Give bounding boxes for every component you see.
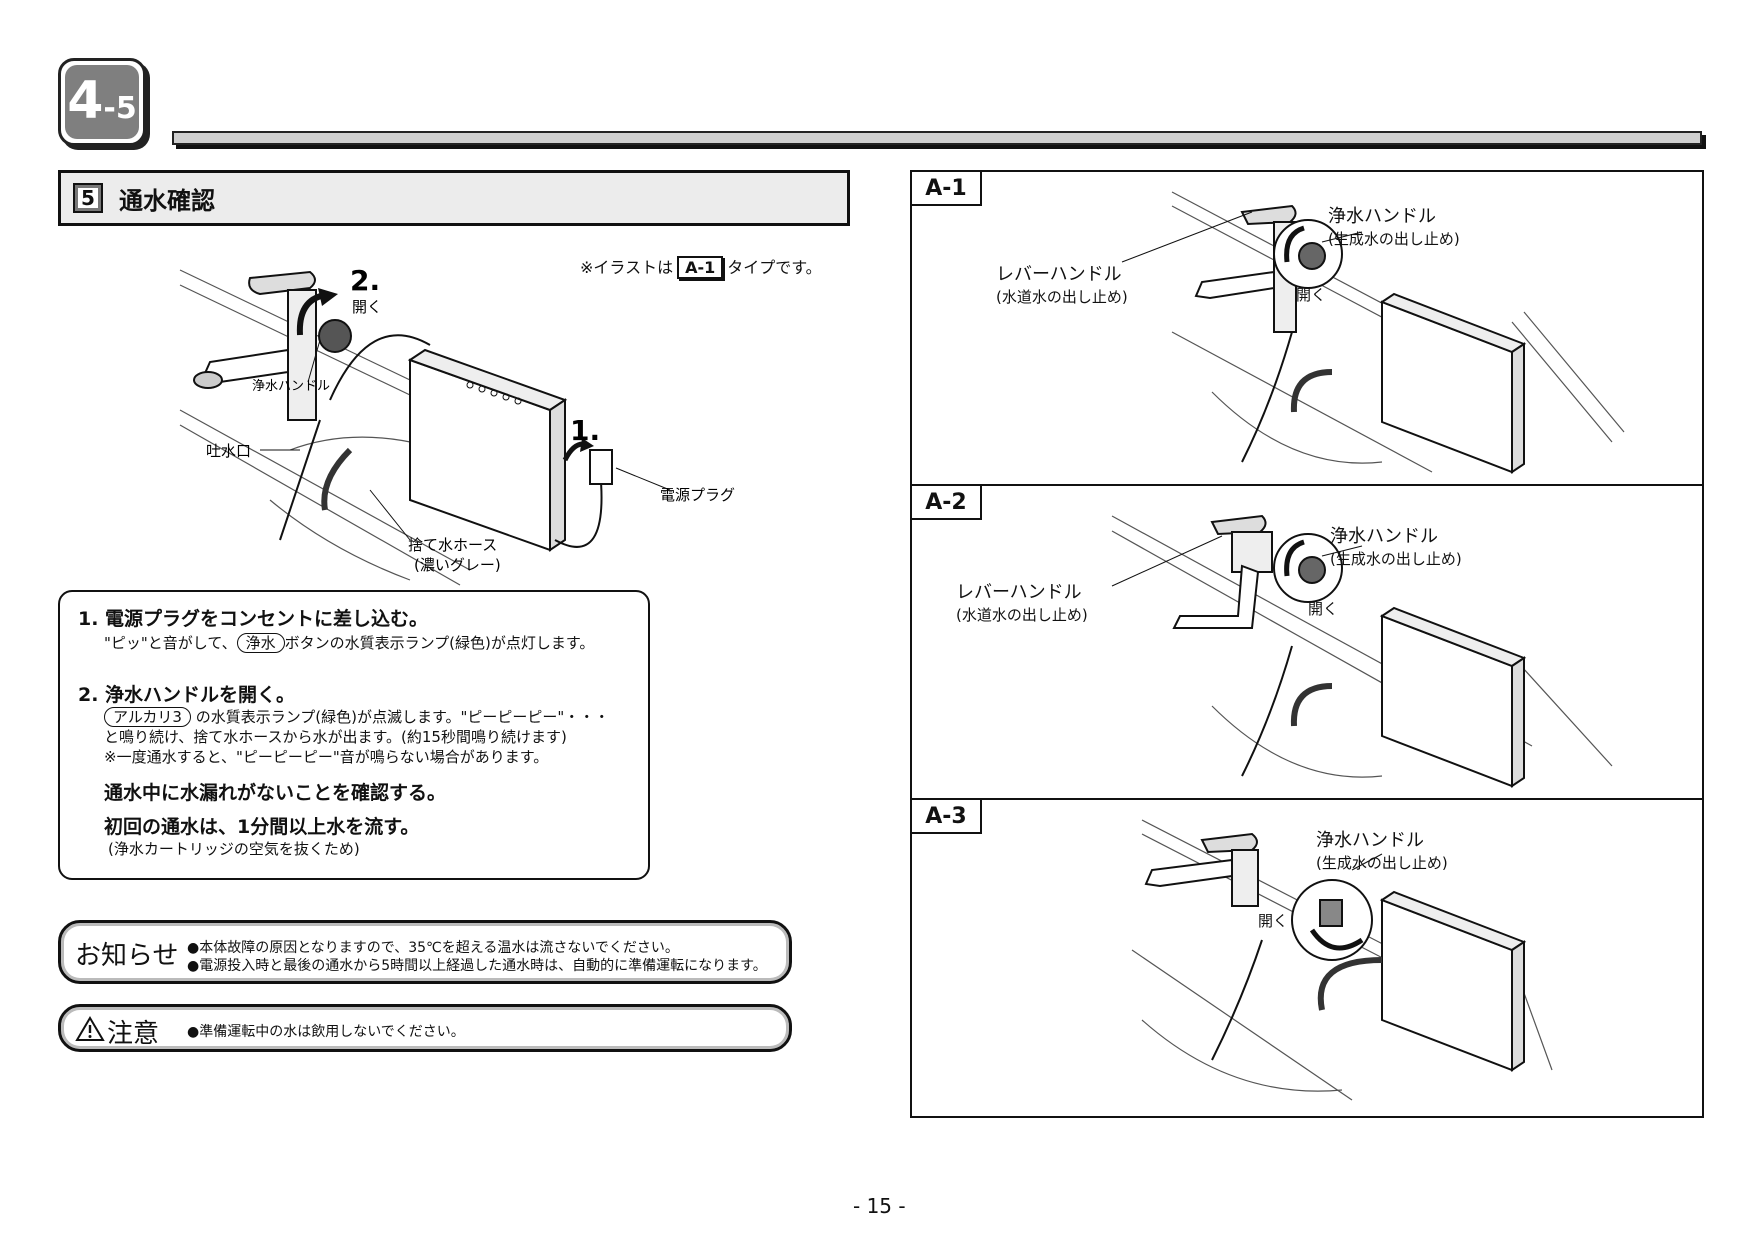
bold-instruction-1: 通水中に水漏れがないことを確認する。	[104, 782, 447, 804]
caution-title: 注意	[107, 1019, 160, 1049]
panel-a1-label: A-1	[912, 172, 982, 206]
panel-a3: A-3 浄水ハンドル (生成水の出し止め) 開く	[912, 800, 1702, 1114]
step2-text-2: と鳴り続け、捨て水ホースから水が出ます。(約15秒間鳴り続けます)	[104, 728, 567, 746]
panel-a3-handle-label: 浄水ハンドル	[1316, 830, 1424, 851]
type-panels: A-1 浄水ハンドル	[910, 170, 1704, 1118]
steps-box: 1. 電源プラグをコンセントに差し込む。 "ピッ"と音がして、浄水ボタンの水質表…	[58, 590, 650, 880]
panel-a2-label: A-2	[912, 486, 982, 520]
type-label: A-1	[677, 256, 724, 279]
warning-icon	[75, 1016, 105, 1041]
panel-a2: A-2 浄水ハンドル (生成水	[912, 486, 1702, 800]
spout-label: 吐水口	[206, 442, 251, 460]
step2-text-1: アルカリ3 の水質表示ランプ(緑色)が点滅します。"ピーピーピー"・・・	[104, 706, 609, 727]
hose-label: 捨て水ホース	[408, 536, 497, 554]
caution-line-1: ●準備運転中の水は飲用しないでください。	[187, 1024, 465, 1040]
panel-a1-handle-label: 浄水ハンドル	[1328, 206, 1436, 227]
hose-color-label: (濃いグレー)	[414, 556, 501, 574]
panel-a3-illustration	[1131, 819, 1553, 1101]
main-illustration: 2. 開く 1. 浄水ハンドル 吐水口 電源プラグ 捨て水ホース (濃いグレー)	[179, 264, 735, 586]
header-rule	[172, 131, 1702, 145]
heading-number: 5	[73, 183, 103, 213]
handle-label: 浄水ハンドル	[252, 379, 330, 394]
step1-number: 1.	[570, 414, 600, 447]
button-label-jousui: 浄水	[236, 633, 285, 653]
step2-number: 2.	[350, 264, 380, 297]
notice-box: お知らせ ●本体故障の原因となりますので、35℃を超える温水は流さないでください…	[58, 920, 792, 984]
button-label-alkali: アルカリ3	[104, 707, 191, 727]
panel-a3-open-label: 開く	[1258, 912, 1289, 930]
step2-text-3: ※一度通水すると、"ピーピーピー"音が鳴らない場合があります。	[104, 748, 549, 766]
notice-title: お知らせ	[75, 941, 179, 971]
panel-a2-handle-desc: (生成水の出し止め)	[1330, 550, 1462, 568]
panel-a2-illustration	[1111, 514, 1613, 788]
notice-line-1: ●本体故障の原因となりますので、35℃を超える温水は流さないでください。	[187, 940, 679, 956]
step1-title: 1. 電源プラグをコンセントに差し込む。	[78, 608, 429, 630]
bold-instruction-2: 初回の通水は、1分間以上水を流す。	[104, 816, 420, 838]
panel-a1-illustration	[1121, 191, 1625, 474]
section-subnumber: -5	[103, 91, 137, 126]
step2-title: 2. 浄水ハンドルを開く。	[78, 684, 296, 706]
panel-a2-open-label: 開く	[1308, 600, 1339, 618]
page-number: - 15 -	[853, 1194, 906, 1218]
step1-text: "ピッ"と音がして、浄水ボタンの水質表示ランプ(緑色)が点灯します。	[104, 633, 595, 653]
section-badge: 4 -5	[58, 58, 146, 146]
notice-line-2: ●電源投入時と最後の通水から5時間以上経過した通水時は、自動的に準備運転になりま…	[187, 958, 767, 974]
panel-a3-label: A-3	[912, 800, 982, 834]
heading-title: 通水確認	[119, 186, 215, 215]
panel-a1: A-1 浄水ハンドル	[912, 172, 1702, 486]
panel-a1-handle-desc: (生成水の出し止め)	[1328, 230, 1460, 248]
panel-a1-open-label: 開く	[1296, 286, 1327, 304]
panel-a3-handle-desc: (生成水の出し止め)	[1316, 854, 1448, 872]
section-number: 4	[67, 71, 104, 131]
plug-label: 電源プラグ	[660, 486, 735, 504]
panel-a1-lever-desc: (水道水の出し止め)	[996, 288, 1128, 306]
step2-label: 開く	[352, 298, 382, 316]
panel-a2-lever-label: レバーハンドル	[956, 582, 1082, 603]
section-heading: 5 通水確認	[58, 170, 850, 226]
bold-instruction-note: (浄水カートリッジの空気を抜くため)	[108, 840, 360, 858]
caution-box: 注意 ●準備運転中の水は飲用しないでください。	[58, 1004, 792, 1052]
panel-a2-lever-desc: (水道水の出し止め)	[956, 606, 1088, 624]
panel-a1-lever-label: レバーハンドル	[996, 264, 1122, 285]
panel-a2-handle-label: 浄水ハンドル	[1330, 526, 1438, 547]
